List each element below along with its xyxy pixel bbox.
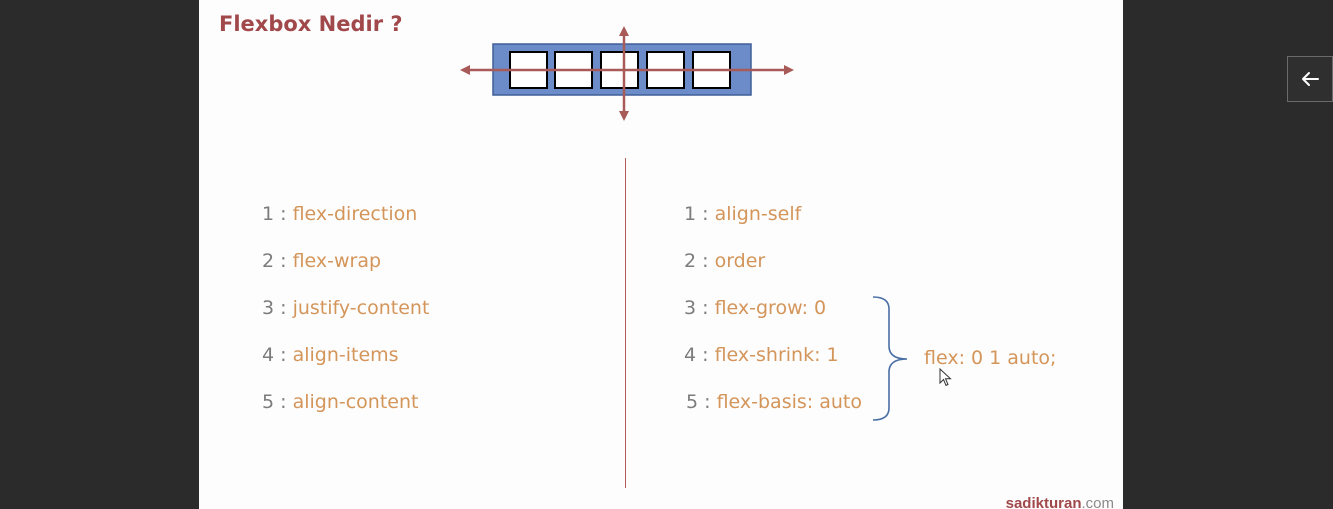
list-item: 4 : flex-shrink: 1 (684, 344, 839, 366)
arrow-left-icon (1302, 72, 1319, 86)
flexbox-diagram (460, 26, 794, 121)
list-item: 5 : flex-basis: auto (686, 391, 862, 413)
main-axis-arrow (460, 65, 794, 75)
list-item: 5 : align-content (262, 391, 419, 413)
list-item: 2 : order (684, 250, 766, 272)
watermark: sadikturan.com (1005, 495, 1114, 509)
slide-title: Flexbox Nedir ? (219, 12, 403, 36)
column-divider (625, 158, 626, 488)
list-item: 2 : flex-wrap (262, 250, 382, 272)
mouse-cursor-icon (939, 368, 952, 387)
back-button[interactable] (1287, 56, 1333, 102)
list-item: 3 : flex-grow: 0 (684, 297, 827, 319)
flex-shorthand: flex: 0 1 auto; (924, 347, 1057, 369)
list-item: 3 : justify-content (262, 297, 430, 319)
slide: Flexbox Nedir ? 1 : flex-direction 2 : f… (199, 0, 1123, 509)
curly-brace (872, 296, 908, 421)
list-item: 1 : align-self (684, 203, 802, 225)
cross-axis-arrow (619, 26, 629, 121)
list-item: 4 : align-items (262, 344, 399, 366)
list-item: 1 : flex-direction (262, 203, 418, 225)
